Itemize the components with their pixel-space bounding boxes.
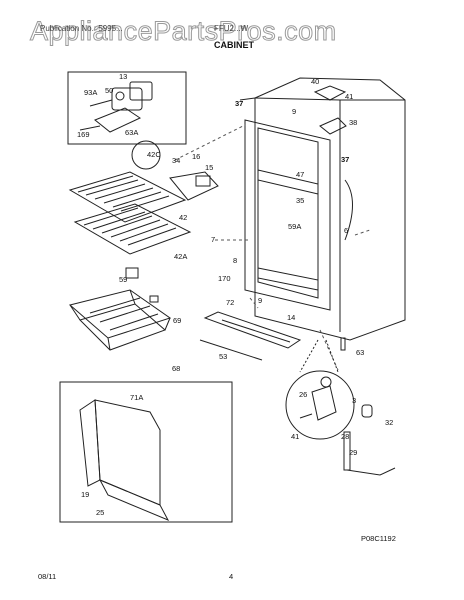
callout-42: 42: [179, 213, 188, 222]
thermostat-assembly: [79, 81, 153, 133]
callout-40: 40: [311, 77, 320, 86]
callout-37b: 37: [341, 155, 350, 164]
callout-63a: 63A: [125, 128, 139, 137]
inset-box-door: [59, 381, 233, 523]
callout-13: 13: [119, 72, 128, 81]
callout-47: 47: [296, 170, 305, 179]
callout-41: 41: [345, 92, 354, 101]
callout-72: 72: [226, 298, 235, 307]
cabinet-body: [239, 77, 406, 341]
callout-25: 25: [96, 508, 105, 517]
callout-38: 38: [349, 118, 358, 127]
callout-16: 16: [192, 152, 201, 161]
detail-circle-hinge: [285, 370, 355, 440]
callout-93a: 93A: [84, 88, 98, 97]
kickplate: [203, 311, 302, 349]
callout-8: 8: [233, 256, 238, 265]
callout-59a: 59A: [288, 222, 302, 231]
callout-3: 3: [352, 396, 357, 405]
callout-68: 68: [172, 364, 181, 373]
callout-63: 63: [356, 348, 365, 357]
part-clip: [149, 295, 159, 303]
part-59: [125, 267, 139, 279]
basket: [68, 289, 172, 351]
callout-42c: 42C: [147, 150, 161, 159]
leveling-leg: [343, 404, 396, 476]
drawing-code: P08C1192: [361, 534, 396, 543]
callout-69: 69: [173, 316, 182, 325]
callout-71a: 71A: [130, 393, 144, 402]
part-16: [195, 175, 211, 187]
callout-170: 170: [218, 274, 231, 283]
watermark: AppliancePartsPros.com: [30, 16, 337, 47]
callout-35: 35: [296, 196, 305, 205]
callout-37: 37: [235, 99, 244, 108]
callout-7: 7: [211, 235, 216, 244]
model-number: FFU2...W: [214, 24, 249, 33]
leader-53: [199, 339, 263, 361]
callout-29: 29: [349, 448, 358, 457]
callout-14: 14: [287, 313, 296, 322]
top-hinge: [313, 85, 347, 135]
callout-32: 32: [385, 418, 394, 427]
callout-28: 28: [341, 432, 350, 441]
callout-6: 6: [344, 226, 349, 235]
page-number: 4: [229, 572, 234, 581]
bottom-hinge: [299, 376, 337, 421]
wire-shelf-upper: [68, 171, 187, 223]
callout-9: 9: [292, 107, 297, 116]
footer-date: 08/11: [38, 572, 57, 581]
bottom-rail: [257, 267, 319, 291]
inset-box-thermostat: [67, 71, 187, 145]
callout-26: 26: [299, 390, 308, 399]
callout-59: 59: [119, 275, 128, 284]
publication-number: Publication No.: 5995...: [40, 24, 123, 33]
callout-53: 53: [219, 352, 228, 361]
callout-34: 34: [172, 156, 181, 165]
detail-circle-42c: [131, 140, 161, 170]
callout-19: 19: [81, 490, 90, 499]
door-panel: [79, 399, 170, 521]
detail-cone: [299, 339, 339, 373]
part-34: [169, 171, 219, 201]
callout-50: 50: [105, 86, 114, 95]
callout-169: 169: [77, 130, 90, 139]
callout-9b: 9: [258, 296, 263, 305]
wire-shelf-lower: [73, 203, 192, 255]
callout-42a: 42A: [174, 252, 188, 261]
screw-63: [340, 337, 346, 351]
callout-15: 15: [205, 163, 214, 172]
callout-41b: 41: [291, 432, 300, 441]
shelf-rail: [257, 169, 319, 195]
section-title: CABINET: [214, 40, 254, 50]
